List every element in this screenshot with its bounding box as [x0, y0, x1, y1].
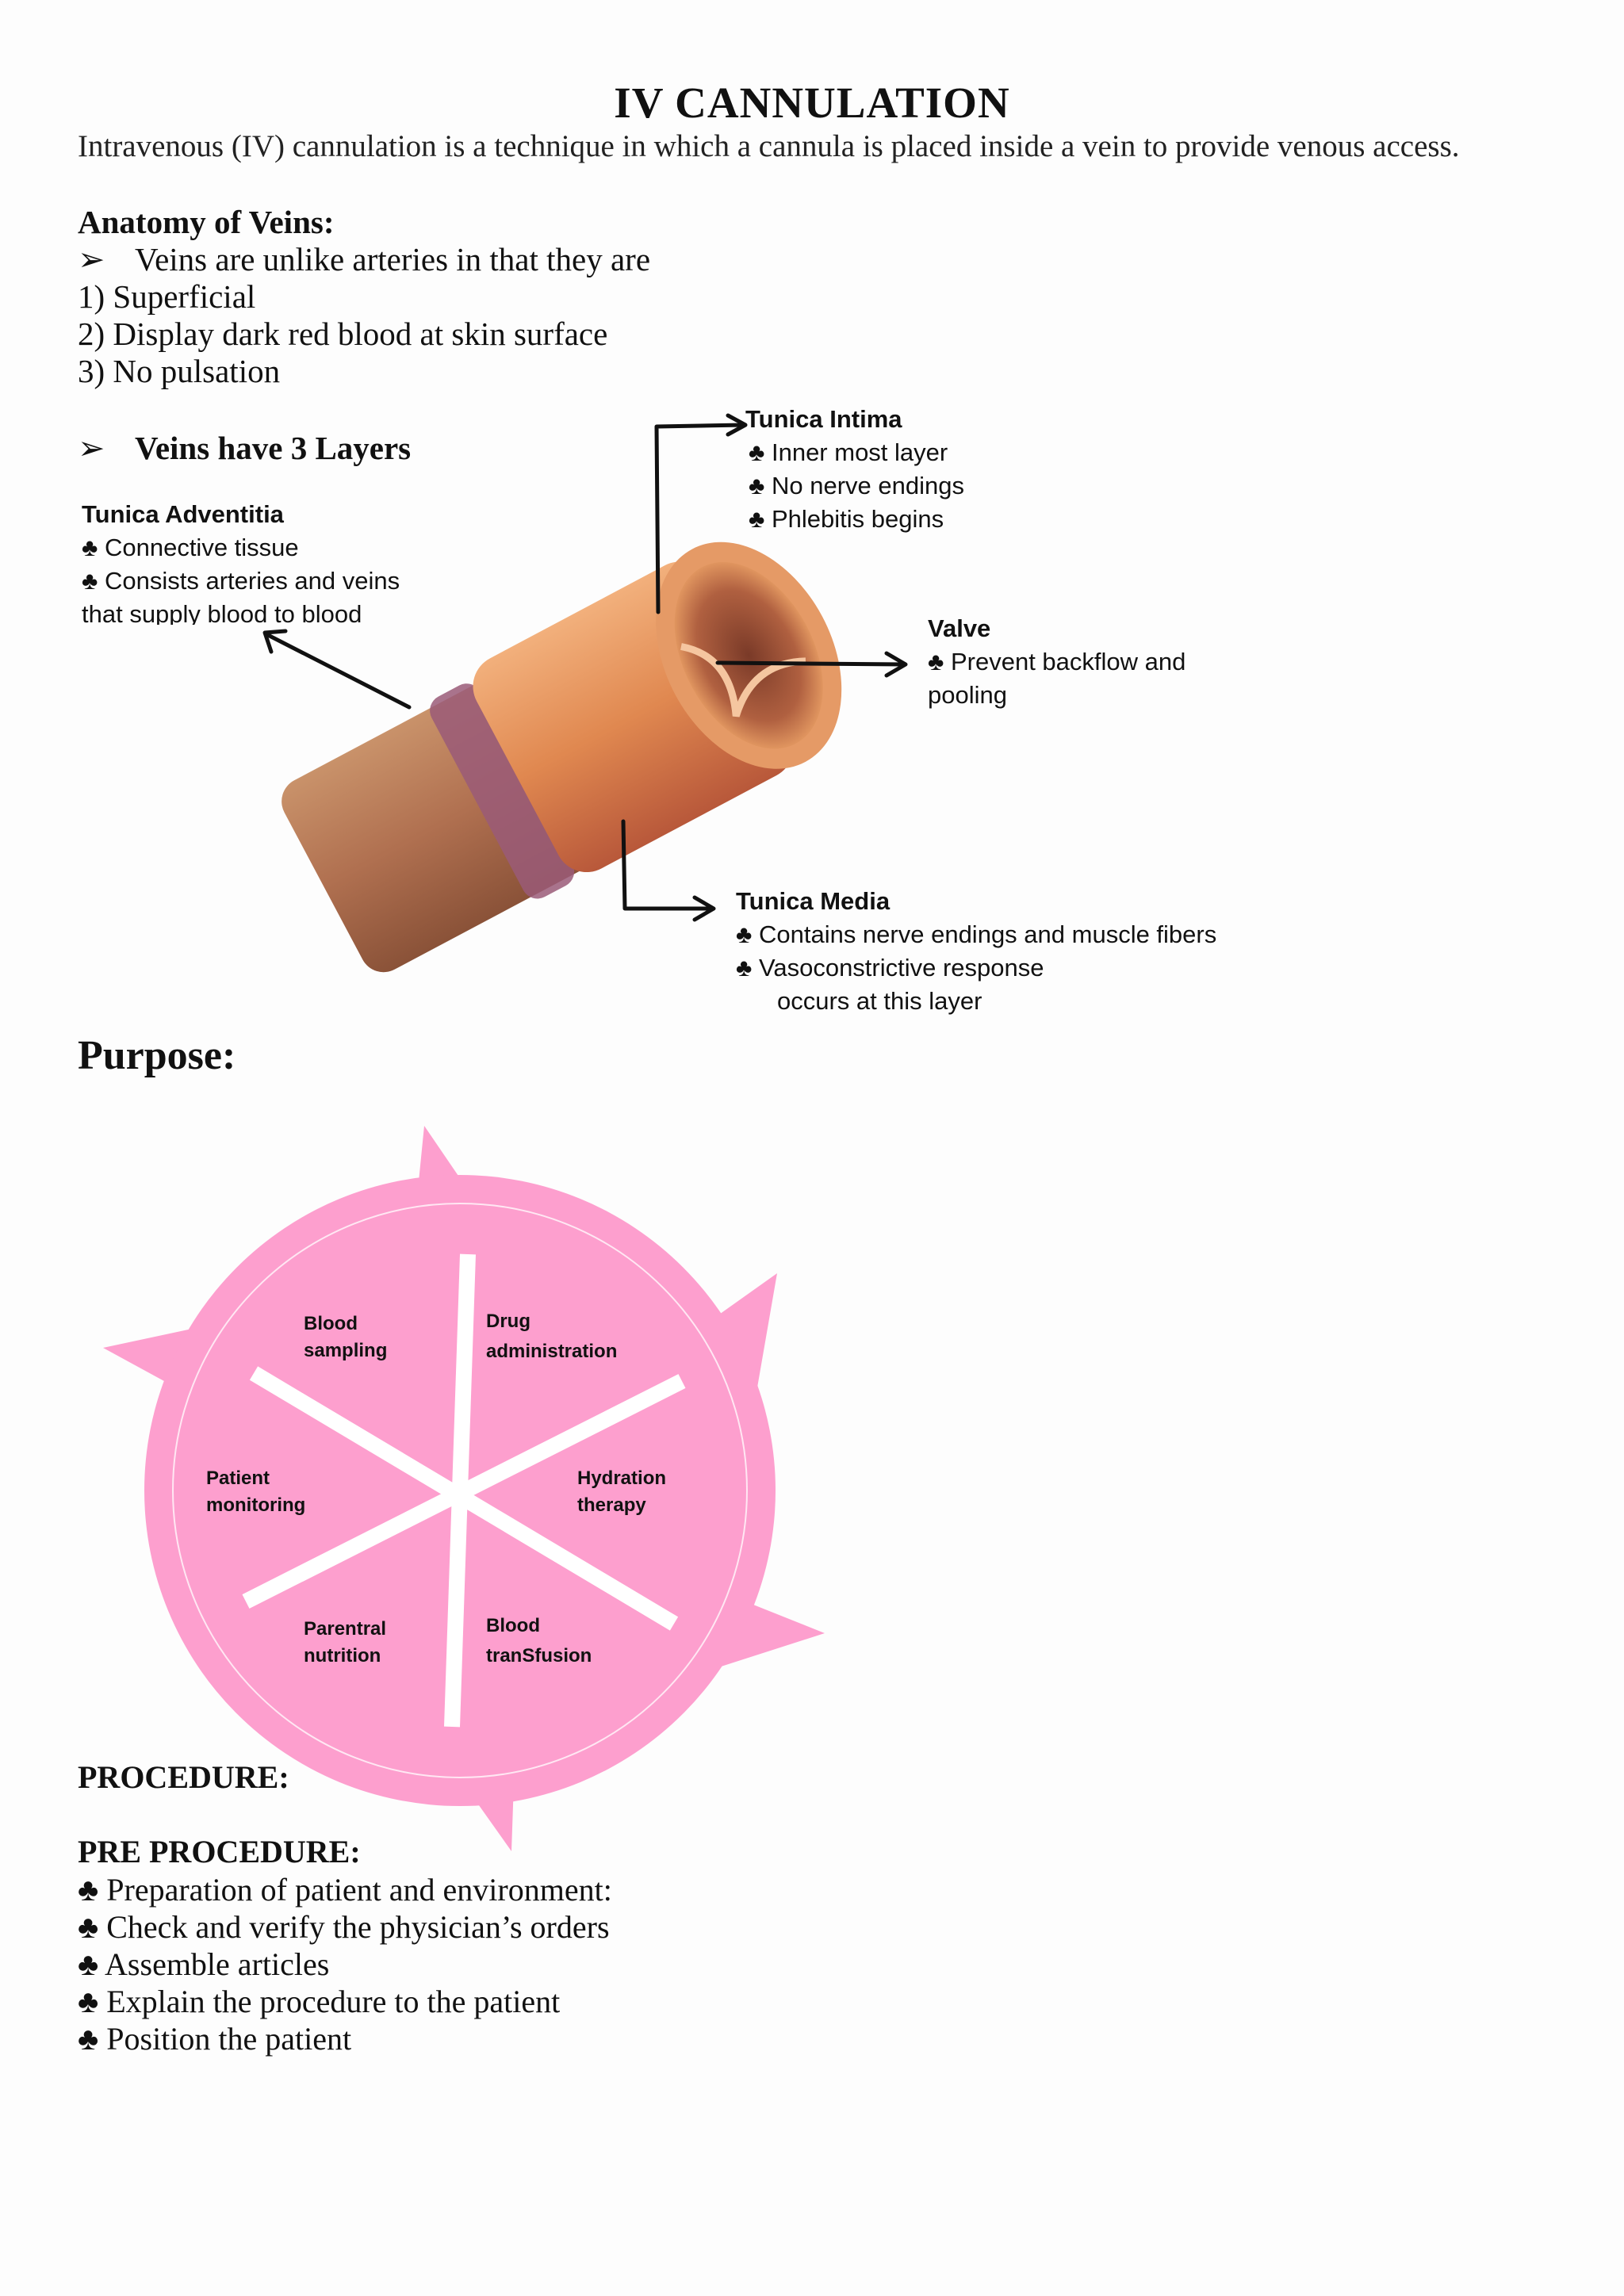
procedure-item: ♣ Position the patient: [78, 2021, 352, 2057]
procedure-item: ♣ Explain the procedure to the patient: [78, 1984, 561, 2019]
adventitia-title: Tunica Adventitia: [82, 500, 284, 528]
club-icon: ♣: [78, 1946, 99, 1982]
anatomy-item: 2) Display dark red blood at skin surfac…: [78, 316, 608, 352]
anatomy-bullet: ➢ Veins are unlike arteries in that they …: [78, 240, 650, 278]
club-icon: ♣: [749, 505, 765, 533]
purpose-wheel: [103, 1126, 825, 1851]
vein-band-shape: [430, 683, 575, 899]
media-line: ♣ Vasoconstrictive response: [736, 954, 1044, 982]
intro-paragraph: Intravenous (IV) cannulation is a techni…: [78, 129, 1460, 163]
club-icon: ♣: [78, 1909, 99, 1945]
club-icon: ♣: [82, 567, 98, 595]
intima-line: ♣ Phlebitis begins: [749, 505, 944, 533]
club-icon: ♣: [736, 920, 753, 948]
vein-lumen-shape: [674, 562, 823, 749]
wheel-inner-ring: [172, 1203, 748, 1778]
club-icon: ♣: [736, 954, 753, 982]
adventitia-line: ♣ Connective tissue: [82, 534, 299, 561]
anatomy-bullet-text: Veins are unlike arteries in that they a…: [135, 241, 651, 277]
wheel-arrowhead: [706, 1273, 777, 1387]
club-icon: ♣: [78, 1984, 99, 2019]
page-title: IV CANNULATION: [614, 78, 1010, 127]
anatomy-item: 3) No pulsation: [78, 353, 281, 389]
valve-label: Valve ♣ Prevent backflow and pooling: [928, 612, 1185, 712]
valve-arrow: [715, 660, 906, 667]
media-arrow: [621, 819, 714, 911]
anatomy-item: 1) Superficial: [78, 278, 256, 315]
layers-heading-row: ➢ Veins have 3 Layers: [78, 429, 411, 467]
purpose-heading: Purpose:: [78, 1033, 236, 1078]
media-title: Tunica Media: [736, 887, 891, 915]
club-icon: ♣: [928, 648, 944, 675]
club-icon: ♣: [78, 2021, 99, 2057]
valve-line: ♣ Prevent backflow and: [928, 648, 1186, 675]
procedure-heading: PROCEDURE:: [78, 1759, 289, 1795]
media-label: Tunica Media ♣ Contains nerve endings an…: [736, 885, 1216, 1018]
intima-label: Tunica Intima ♣ Inner most layer ♣ No ne…: [745, 403, 964, 536]
adventitia-label: Tunica Adventitia ♣ Connective tissue ♣ …: [82, 498, 400, 625]
procedure-item: ♣ Check and verify the physician’s order…: [78, 1909, 610, 1945]
adventitia-line: ♣ Consists arteries and veins: [82, 567, 400, 595]
media-line: ♣ Contains nerve endings and muscle fibe…: [736, 920, 1217, 948]
adventitia-continuation: that supply blood to blood: [82, 600, 362, 625]
arrow-bullet-icon: ➢: [78, 241, 105, 277]
valve-title: Valve: [928, 614, 991, 642]
valve-leaflet-shape: [680, 643, 806, 718]
procedure-item: ♣ Preparation of patient and environment…: [78, 1872, 612, 1908]
layers-heading: Veins have 3 Layers: [135, 430, 412, 466]
intima-line: ♣ No nerve endings: [749, 472, 964, 499]
intima-title: Tunica Intima: [745, 405, 902, 433]
club-icon: ♣: [749, 472, 765, 499]
anatomy-heading: Anatomy of Veins:: [78, 204, 335, 240]
media-continuation: occurs at this layer: [777, 987, 982, 1015]
club-icon: ♣: [749, 438, 765, 466]
intima-line: ♣ Inner most layer: [749, 438, 948, 466]
arrow-bullet-icon: ➢: [78, 430, 105, 466]
adventitia-arrow: [264, 632, 412, 710]
vein-illustration: [262, 413, 908, 973]
valve-line: pooling: [928, 681, 1007, 709]
club-icon: ♣: [78, 1872, 99, 1908]
pre-procedure-heading: PRE PROCEDURE:: [78, 1834, 361, 1869]
intima-arrow: [654, 423, 746, 614]
wheel-dividers: [242, 1253, 686, 1728]
procedure-item: ♣ Assemble articles: [78, 1946, 330, 1982]
club-icon: ♣: [82, 534, 98, 561]
